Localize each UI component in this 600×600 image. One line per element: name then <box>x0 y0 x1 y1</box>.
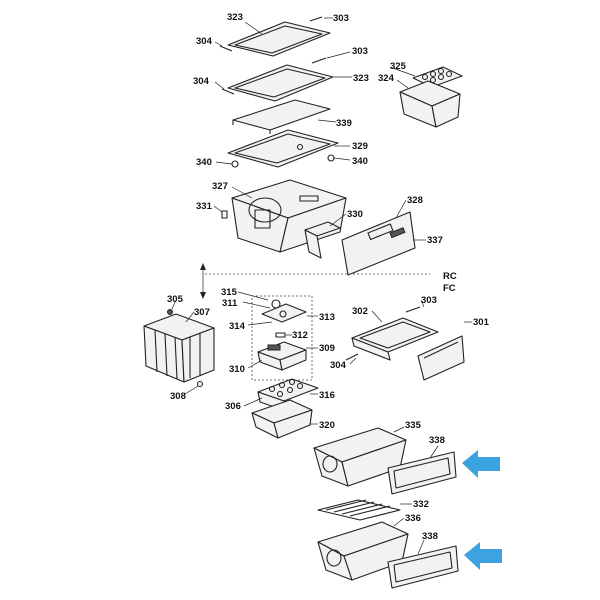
label-313: 313 <box>319 312 335 323</box>
shelf-clip-303-top <box>309 16 323 22</box>
label-304-freezer: 304 <box>330 360 347 371</box>
drawer-front-328 <box>341 211 416 276</box>
crisper-drawer-327 <box>231 179 347 253</box>
label-315: 315 <box>221 287 238 298</box>
freezer-shelf-302 <box>351 317 439 361</box>
label-309: 309 <box>319 343 335 354</box>
screw-305 <box>167 309 173 315</box>
wire-shelf-332 <box>317 499 401 521</box>
glass-shelf-323-top <box>227 21 331 57</box>
label-338-upper: 338 <box>429 435 445 446</box>
label-303-freezer: 303 <box>421 295 437 306</box>
label-302: 302 <box>352 306 368 317</box>
ice-bin-320 <box>251 399 313 439</box>
label-312: 312 <box>292 330 308 341</box>
label-316: 316 <box>319 390 335 401</box>
label-332: 332 <box>413 499 429 510</box>
label-303-second: 303 <box>352 46 368 57</box>
label-329: 329 <box>352 141 368 152</box>
label-323-second: 323 <box>353 73 369 84</box>
label-327: 327 <box>212 181 228 192</box>
shelf-clip-303-second <box>311 57 327 64</box>
label-310: 310 <box>229 364 245 375</box>
label-339: 339 <box>336 118 352 129</box>
freezer-front-301 <box>417 335 465 381</box>
label-324: 324 <box>378 73 395 84</box>
shelf-clip-304-freezer <box>345 353 359 361</box>
screw-308 <box>196 380 204 388</box>
label-335: 335 <box>405 420 422 431</box>
label-306: 306 <box>225 401 241 412</box>
shelf-clip-303-freezer <box>405 306 421 313</box>
label-340-left: 340 <box>196 157 212 168</box>
ice-maker-group-box <box>251 295 313 381</box>
shelf-clip-304-top <box>219 45 233 52</box>
label-314: 314 <box>229 321 246 332</box>
label-301: 301 <box>473 317 490 328</box>
shelf-panel-339 <box>232 99 331 134</box>
label-320: 320 <box>319 420 335 431</box>
label-328: 328 <box>407 195 423 206</box>
label-323-top: 323 <box>227 12 243 23</box>
label-304-top: 304 <box>196 36 213 47</box>
drawer-front-338-lower <box>387 545 459 589</box>
label-307: 307 <box>194 307 210 318</box>
part-labels: 323 303 304 303 304 323 325 324 339 329 … <box>167 12 490 542</box>
glass-shelf-329 <box>227 129 339 168</box>
label-338-lower: 338 <box>422 531 438 542</box>
leader-lines <box>171 17 472 555</box>
section-separator <box>200 263 430 299</box>
divider-330 <box>304 221 341 259</box>
ice-maker-cover-311 <box>261 299 307 323</box>
fan-cover-307 <box>143 313 215 383</box>
label-304-second: 304 <box>193 76 210 87</box>
label-331: 331 <box>196 201 213 212</box>
clip-331 <box>221 210 228 219</box>
label-325: 325 <box>390 61 407 72</box>
label-305: 305 <box>167 294 184 305</box>
drawer-335 <box>313 427 407 487</box>
label-337: 337 <box>427 235 443 246</box>
ice-part-312 <box>275 332 286 338</box>
label-308: 308 <box>170 391 186 402</box>
label-340-right: 340 <box>352 156 368 167</box>
shelf-clip-304-second <box>221 88 235 95</box>
label-336: 336 <box>405 513 421 524</box>
drawer-front-338-upper <box>387 451 457 495</box>
storage-box-324 <box>399 80 461 128</box>
ice-maker-tray-309 <box>257 341 307 371</box>
glass-shelf-323-second <box>227 64 334 102</box>
label-fc: FC <box>443 283 456 294</box>
label-330: 330 <box>347 209 363 220</box>
label-311: 311 <box>222 298 238 309</box>
label-rc: RC <box>443 271 457 282</box>
callout-arrow-upper <box>462 450 500 478</box>
label-303-top: 303 <box>333 13 349 24</box>
callout-arrow-lower <box>464 542 502 570</box>
